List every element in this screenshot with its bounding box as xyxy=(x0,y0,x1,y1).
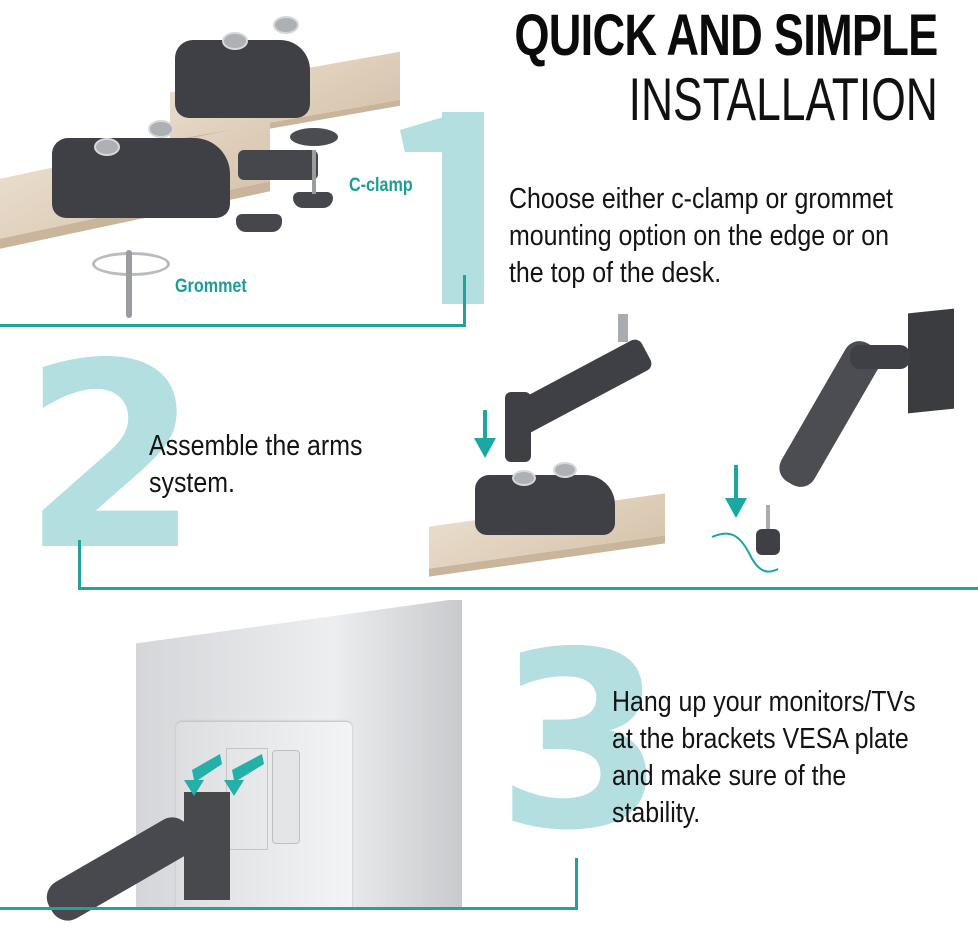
step-2-line: system. xyxy=(149,467,235,499)
step-1-line: the top of the desk. xyxy=(509,257,722,289)
step-3-line: at the brackets VESA plate xyxy=(612,723,909,755)
down-arrow-icon xyxy=(734,465,738,503)
base-grommet-front xyxy=(52,138,230,218)
step-2-divider xyxy=(78,587,978,590)
step-1-description: Choose either c-clamp or grommet mountin… xyxy=(509,181,893,292)
io-ports xyxy=(272,750,300,844)
step-3-number: 3 xyxy=(496,600,666,884)
page-subtitle: INSTALLATION xyxy=(628,66,938,133)
step-3-line: stability. xyxy=(612,797,701,829)
desk-edge-curve xyxy=(711,532,779,573)
monitor-vesa-illustration xyxy=(0,592,470,927)
vesa-plate xyxy=(908,308,954,414)
desk-mount-illustration xyxy=(0,0,400,320)
c-clamp-label: C-clamp xyxy=(349,175,413,196)
arm-base-illustration xyxy=(425,310,675,590)
down-arrow-icon xyxy=(483,410,487,445)
step-3-divider-vertical xyxy=(575,858,578,910)
step-3-description: Hang up your monitors/TVs at the bracket… xyxy=(612,684,916,832)
step-3-line: and make sure of the xyxy=(612,760,847,792)
step-2-divider-vertical xyxy=(78,540,81,590)
step-2-line: Assemble the arms xyxy=(149,430,363,462)
step-1-divider xyxy=(0,324,466,327)
step-3-line: Hang up your monitors/TVs xyxy=(612,686,916,718)
step-1-number xyxy=(400,112,484,304)
step-1-divider-vertical xyxy=(463,275,466,327)
page-title: QUICK AND SIMPLE xyxy=(514,3,939,68)
mount-arrows-icon xyxy=(184,754,264,796)
base-clamp-back xyxy=(175,40,310,118)
step-2-description: Assemble the arms system. xyxy=(149,428,362,502)
step-2-number: 2 xyxy=(22,309,200,607)
step-1-line: mounting option on the edge or on xyxy=(509,220,889,252)
step-1-line: Choose either c-clamp or grommet xyxy=(509,183,893,215)
grommet-label: Grommet xyxy=(175,276,247,297)
gas-spring-arm-illustration xyxy=(710,305,978,575)
step-3-divider xyxy=(0,907,578,910)
c-clamp-hardware xyxy=(238,150,318,180)
